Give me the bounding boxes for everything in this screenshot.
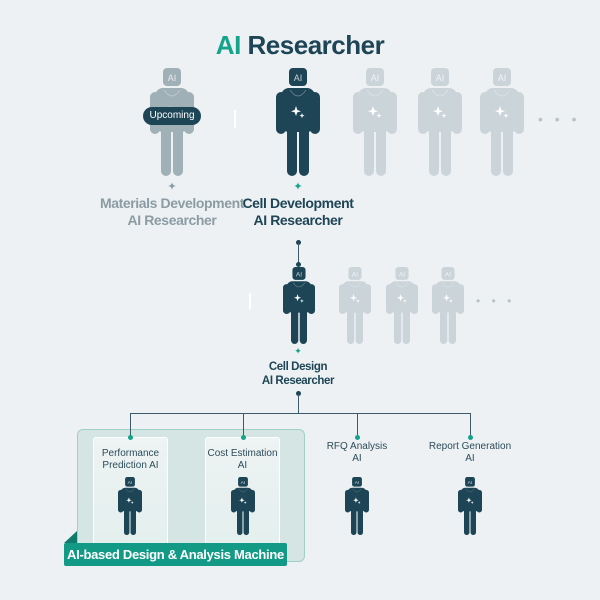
sparkle-icon [442,294,453,303]
connector-line [357,413,358,436]
sparkle-icon [349,294,360,303]
design-analysis-machine-banner: AI-based Design & Analysis Machine [64,543,287,566]
cell-development-researcher-figure: AI [276,68,320,176]
sparkle-icon [353,497,361,505]
connector-line [243,413,244,436]
connector-dot [296,391,301,396]
ai-robot-figure-icon: AI [432,267,464,344]
connector-line [130,413,131,436]
upcoming-badge: Upcoming [143,107,201,125]
sparkle-icon [291,106,305,119]
connector-dot [355,435,360,440]
sparkle-icon [293,294,304,303]
cell-design-researcher-figure: AI [283,267,315,344]
svg-text:AI: AI [168,73,177,83]
ai-robot-figure-icon: AI [353,68,397,176]
sparkle-icon [433,106,447,119]
placeholder-figure: AI [418,68,462,176]
connector-dot [296,262,301,267]
connector-line [298,394,299,413]
placeholder-figure: AI [353,68,397,176]
cost-estimation-figure: AI [231,477,255,535]
ai-robot-figure-icon: AI [480,68,524,176]
connector-line [470,413,471,436]
connector-dot [468,435,473,440]
svg-text:AI: AI [296,271,302,278]
svg-text:AI: AI [468,480,473,486]
svg-text:AI: AI [128,480,133,486]
divider [249,293,251,309]
ai-robot-figure-icon: AI [283,267,315,344]
sparkle-icon [466,497,474,505]
connector-dot [296,240,301,245]
sparkle-icon [239,497,247,505]
sparkle-icon [126,497,134,505]
star-icon: ✦ [167,181,177,193]
star-icon: ✦ [294,346,302,356]
svg-text:AI: AI [399,271,405,278]
placeholder-figure: AI [480,68,524,176]
svg-text:AI: AI [371,73,380,83]
connector-dot [241,435,246,440]
ai-robot-figure-icon: AI [339,267,371,344]
svg-text:AI: AI [352,271,358,278]
banner-fold [64,531,77,543]
connector-dot [128,435,133,440]
connector-line [130,413,471,414]
report-generation-figure: AI [458,477,482,535]
ai-robot-figure-icon: AI [276,68,320,176]
page-title: AI Researcher [215,30,385,60]
more-indicator: • • • [538,111,581,127]
sparkle-icon [396,294,407,303]
svg-text:AI: AI [355,480,360,486]
placeholder-figure: AI [432,267,464,344]
svg-text:AI: AI [445,271,451,278]
ai-robot-figure-icon: AI [418,68,462,176]
star-icon: ✦ [293,181,303,193]
placeholder-figure: AI [339,267,371,344]
ai-robot-figure-icon: AI [386,267,418,344]
divider [234,110,236,128]
svg-text:AI: AI [498,73,507,83]
performance-prediction-figure: AI [118,477,142,535]
svg-text:AI: AI [241,480,246,486]
ai-robot-figure-icon: AI [231,477,255,535]
more-indicator: • • • [476,294,516,308]
ai-robot-figure-icon: AI [118,477,142,535]
svg-text:AI: AI [294,73,303,83]
ai-robot-figure-icon: AI [345,477,369,535]
rfq-analysis-figure: AI [345,477,369,535]
connector-line [298,243,299,265]
svg-text:AI: AI [436,73,445,83]
ai-robot-figure-icon: AI [458,477,482,535]
placeholder-figure: AI [386,267,418,344]
sparkle-icon [368,106,382,119]
sparkle-icon [495,106,509,119]
